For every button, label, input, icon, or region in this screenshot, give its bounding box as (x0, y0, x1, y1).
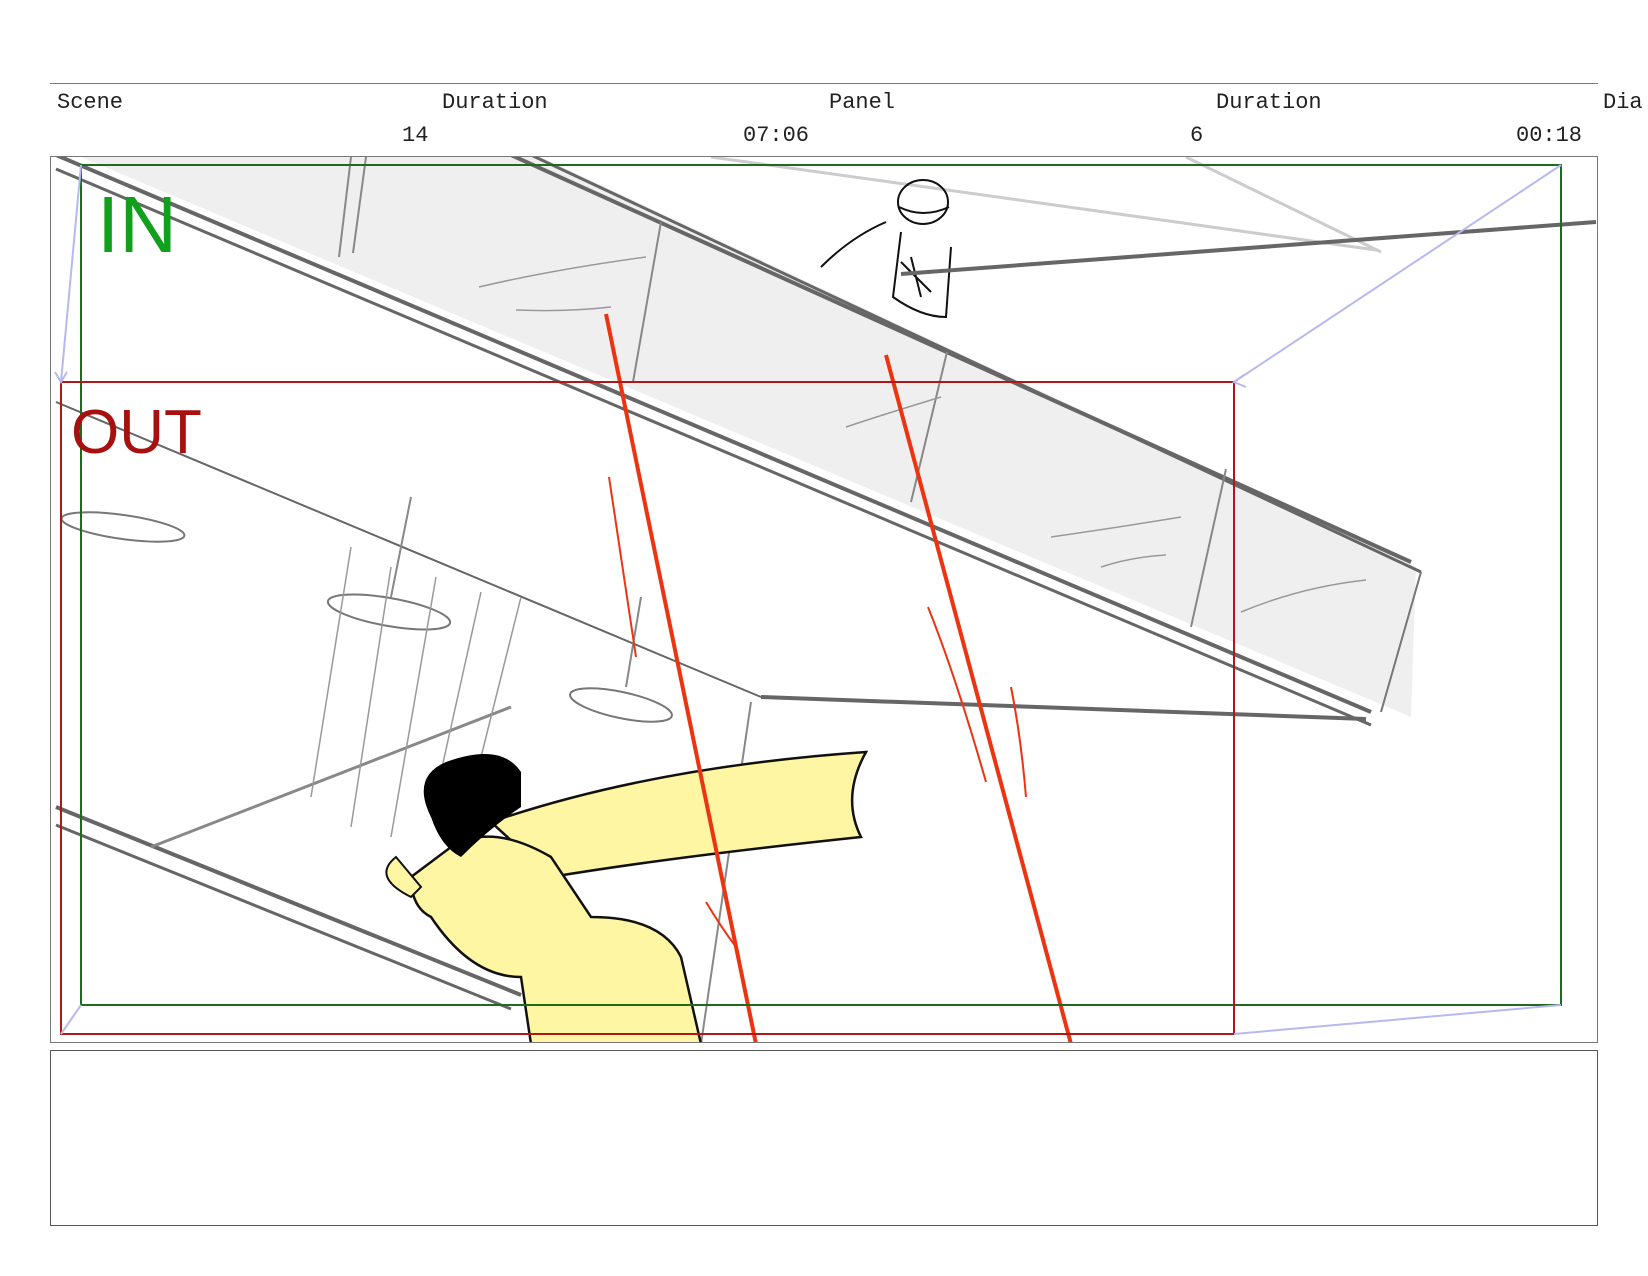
motion-lines-thin (608, 476, 1027, 948)
cape (488, 750, 869, 879)
dialogue-label: Dia (1603, 90, 1643, 115)
scene-number: 14 (402, 123, 429, 148)
hanging-lamp (569, 687, 673, 723)
stair-rail (55, 805, 522, 997)
hatch-line (350, 566, 392, 828)
sketch-stroke (1240, 579, 1367, 613)
upper-walkway-fill (81, 157, 1416, 717)
motion-lines (604, 313, 1073, 1042)
panel-label: Panel (829, 90, 896, 115)
in-frame (80, 164, 1562, 1006)
hanging-lamp (326, 593, 452, 631)
scene-label: Scene (57, 90, 124, 115)
upper-walkway-edge (531, 157, 1422, 574)
rifle-line (900, 220, 1597, 276)
post (1190, 468, 1227, 628)
out-frame-label: OUT (71, 398, 202, 467)
upper-walkway-edge (55, 157, 1372, 714)
post (632, 221, 662, 383)
header-rule (50, 83, 1598, 84)
in-frame-label: IN (97, 180, 177, 269)
hatch-line (310, 546, 352, 798)
sketch-stroke (1100, 554, 1167, 568)
panel-number: 6 (1190, 123, 1204, 148)
woman-hand (385, 855, 423, 899)
ceiling-edge (55, 401, 762, 698)
walkway-end (1380, 571, 1422, 713)
sketch-stroke (478, 256, 647, 288)
panel-duration-label: Duration (1216, 90, 1322, 115)
stair-rail (55, 823, 512, 1011)
out-frame (60, 381, 1235, 1035)
storyboard-panel: IN OUT (50, 156, 1598, 1043)
sketch-stroke (845, 396, 942, 428)
upper-walkway-edge (55, 167, 1372, 727)
post (352, 157, 367, 254)
background-line (1185, 157, 1382, 254)
hatch-line (390, 576, 437, 838)
column (700, 701, 752, 1042)
panel-duration-value: 00:18 (1516, 123, 1583, 148)
camera-move-arrows (54, 164, 1562, 1035)
lamp-cord (390, 496, 412, 598)
background-line (710, 157, 1377, 252)
soldier-figure (820, 179, 952, 319)
sketch-stroke (1050, 516, 1182, 538)
post (338, 157, 352, 258)
woman-hair (423, 754, 521, 857)
hanging-lamp (60, 511, 186, 543)
dialogue-notes-box[interactable] (50, 1050, 1598, 1226)
panel-drawing (54, 157, 1597, 1042)
ceiling-edge (760, 695, 1367, 721)
scene-duration-label: Duration (442, 90, 548, 115)
scene-duration-value: 07:06 (743, 123, 810, 148)
sketch-stroke (515, 306, 612, 312)
woman-body (409, 835, 702, 1042)
